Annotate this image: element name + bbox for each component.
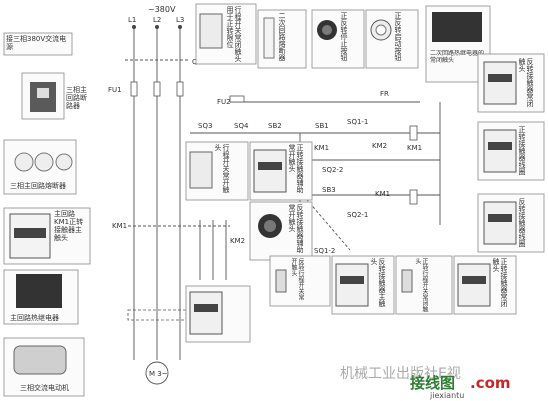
site-watermark: 接线图 — [410, 374, 455, 392]
motor-symbol: M 3~ — [149, 370, 168, 378]
supply-box — [3, 32, 73, 56]
tag-sb3: SB3 — [322, 186, 336, 194]
tag-sq1-1: SQ1-1 — [347, 118, 368, 126]
tag-km1-coil: KM1 — [407, 144, 422, 152]
m7-text: 正转接触器常闭触头 — [492, 258, 508, 307]
tag-km2-a: KM2 — [372, 142, 387, 150]
phase-l3: L3 — [176, 16, 184, 24]
tag-sq2-1: SQ2-1 — [347, 211, 368, 219]
middle-components: 行程开关常开触头 正转接触器辅助常开触头 反转接触器辅助常开触头 反转行程开关常… — [185, 141, 517, 343]
m2-text: 行程开关常开触头 — [214, 144, 230, 193]
phase-l2: L2 — [153, 16, 161, 24]
fuse-label: FU1 — [108, 86, 122, 94]
stop-button-text: 正反转停止按钮 — [340, 12, 348, 61]
supply-label: 接三相380V交流电源 — [6, 35, 67, 51]
left-components: 接三相380V交流电源 三相主回路断路器 三相主回路熔断器 主回路KM1正转接触… — [3, 32, 91, 397]
watermark: 机械工业出版社E视 接线图 .com jiexiantu — [340, 366, 511, 400]
top-components: 行程开关常闭触头用于正转限位 二次回路熔断器 正反转停止按钮 正反转启动按钮 二… — [195, 3, 491, 83]
m4-text: 反转行程开关常开触头 — [290, 258, 304, 300]
publisher-watermark: 机械工业出版社E视 — [340, 366, 461, 382]
phase-l1: L1 — [128, 16, 136, 24]
start-button-text: 正反转启动按钮 — [394, 12, 402, 61]
m5-text: 正转行程开关常闭触头 — [414, 258, 428, 312]
tag-km2-main: KM2 — [230, 237, 245, 245]
relay-contact-text: 二次回路热继电器的常闭触头 — [430, 50, 485, 64]
limit-switch-text: 行程开关常闭触头用于正转限位 — [226, 6, 242, 62]
r3-text: 反转接触器线圈 — [518, 198, 526, 247]
r1-text: 反转接触器常闭触头 — [518, 58, 534, 107]
right-components: 反转接触器常闭触头 正转接触器线圈 反转接触器线圈 — [477, 53, 545, 253]
tag-sq1-2: SQ1-2 — [314, 247, 335, 255]
url-watermark: jiexiantu — [429, 391, 464, 400]
tag-sq3: SQ3 — [198, 122, 212, 130]
tag-km1-b: KM1 — [375, 190, 390, 198]
km1-text: 主回路KM1正转接触器主触头 — [54, 210, 84, 242]
fuse-text: 三相主回路熔断器 — [10, 181, 66, 190]
tag-km1-main: KM1 — [112, 222, 127, 230]
tag-sb1: SB1 — [315, 122, 329, 130]
m6-text: 反转接触器主触头 — [370, 258, 386, 307]
relay-text: 主回路热继电器 — [10, 313, 59, 322]
m3-text: 反转接触器辅助常开触头 — [288, 204, 304, 253]
domain-watermark: .com — [470, 374, 511, 392]
tag-km1-aux: KM1 — [314, 144, 329, 152]
motor-text: 三相交流电动机 — [20, 383, 69, 392]
m1-text: 正转接触器辅助常开触头 — [288, 144, 304, 193]
tag-sb2: SB2 — [268, 122, 282, 130]
breaker-text: 三相主回路断路器 — [66, 86, 87, 110]
ctrl-fuse-text: 二次回路熔断器 — [278, 12, 286, 61]
start-button-photo — [365, 9, 419, 69]
r2-text: 正转接触器线圈 — [518, 126, 526, 175]
stop-button-photo — [311, 9, 365, 69]
tag-fr-ctrl: FR — [380, 90, 389, 98]
tag-sq2-2: SQ2-2 — [322, 166, 343, 174]
tag-sq4: SQ4 — [234, 122, 249, 130]
voltage-label: ~380V — [148, 5, 176, 14]
ctrl-fuse-label: FU2 — [217, 98, 231, 106]
